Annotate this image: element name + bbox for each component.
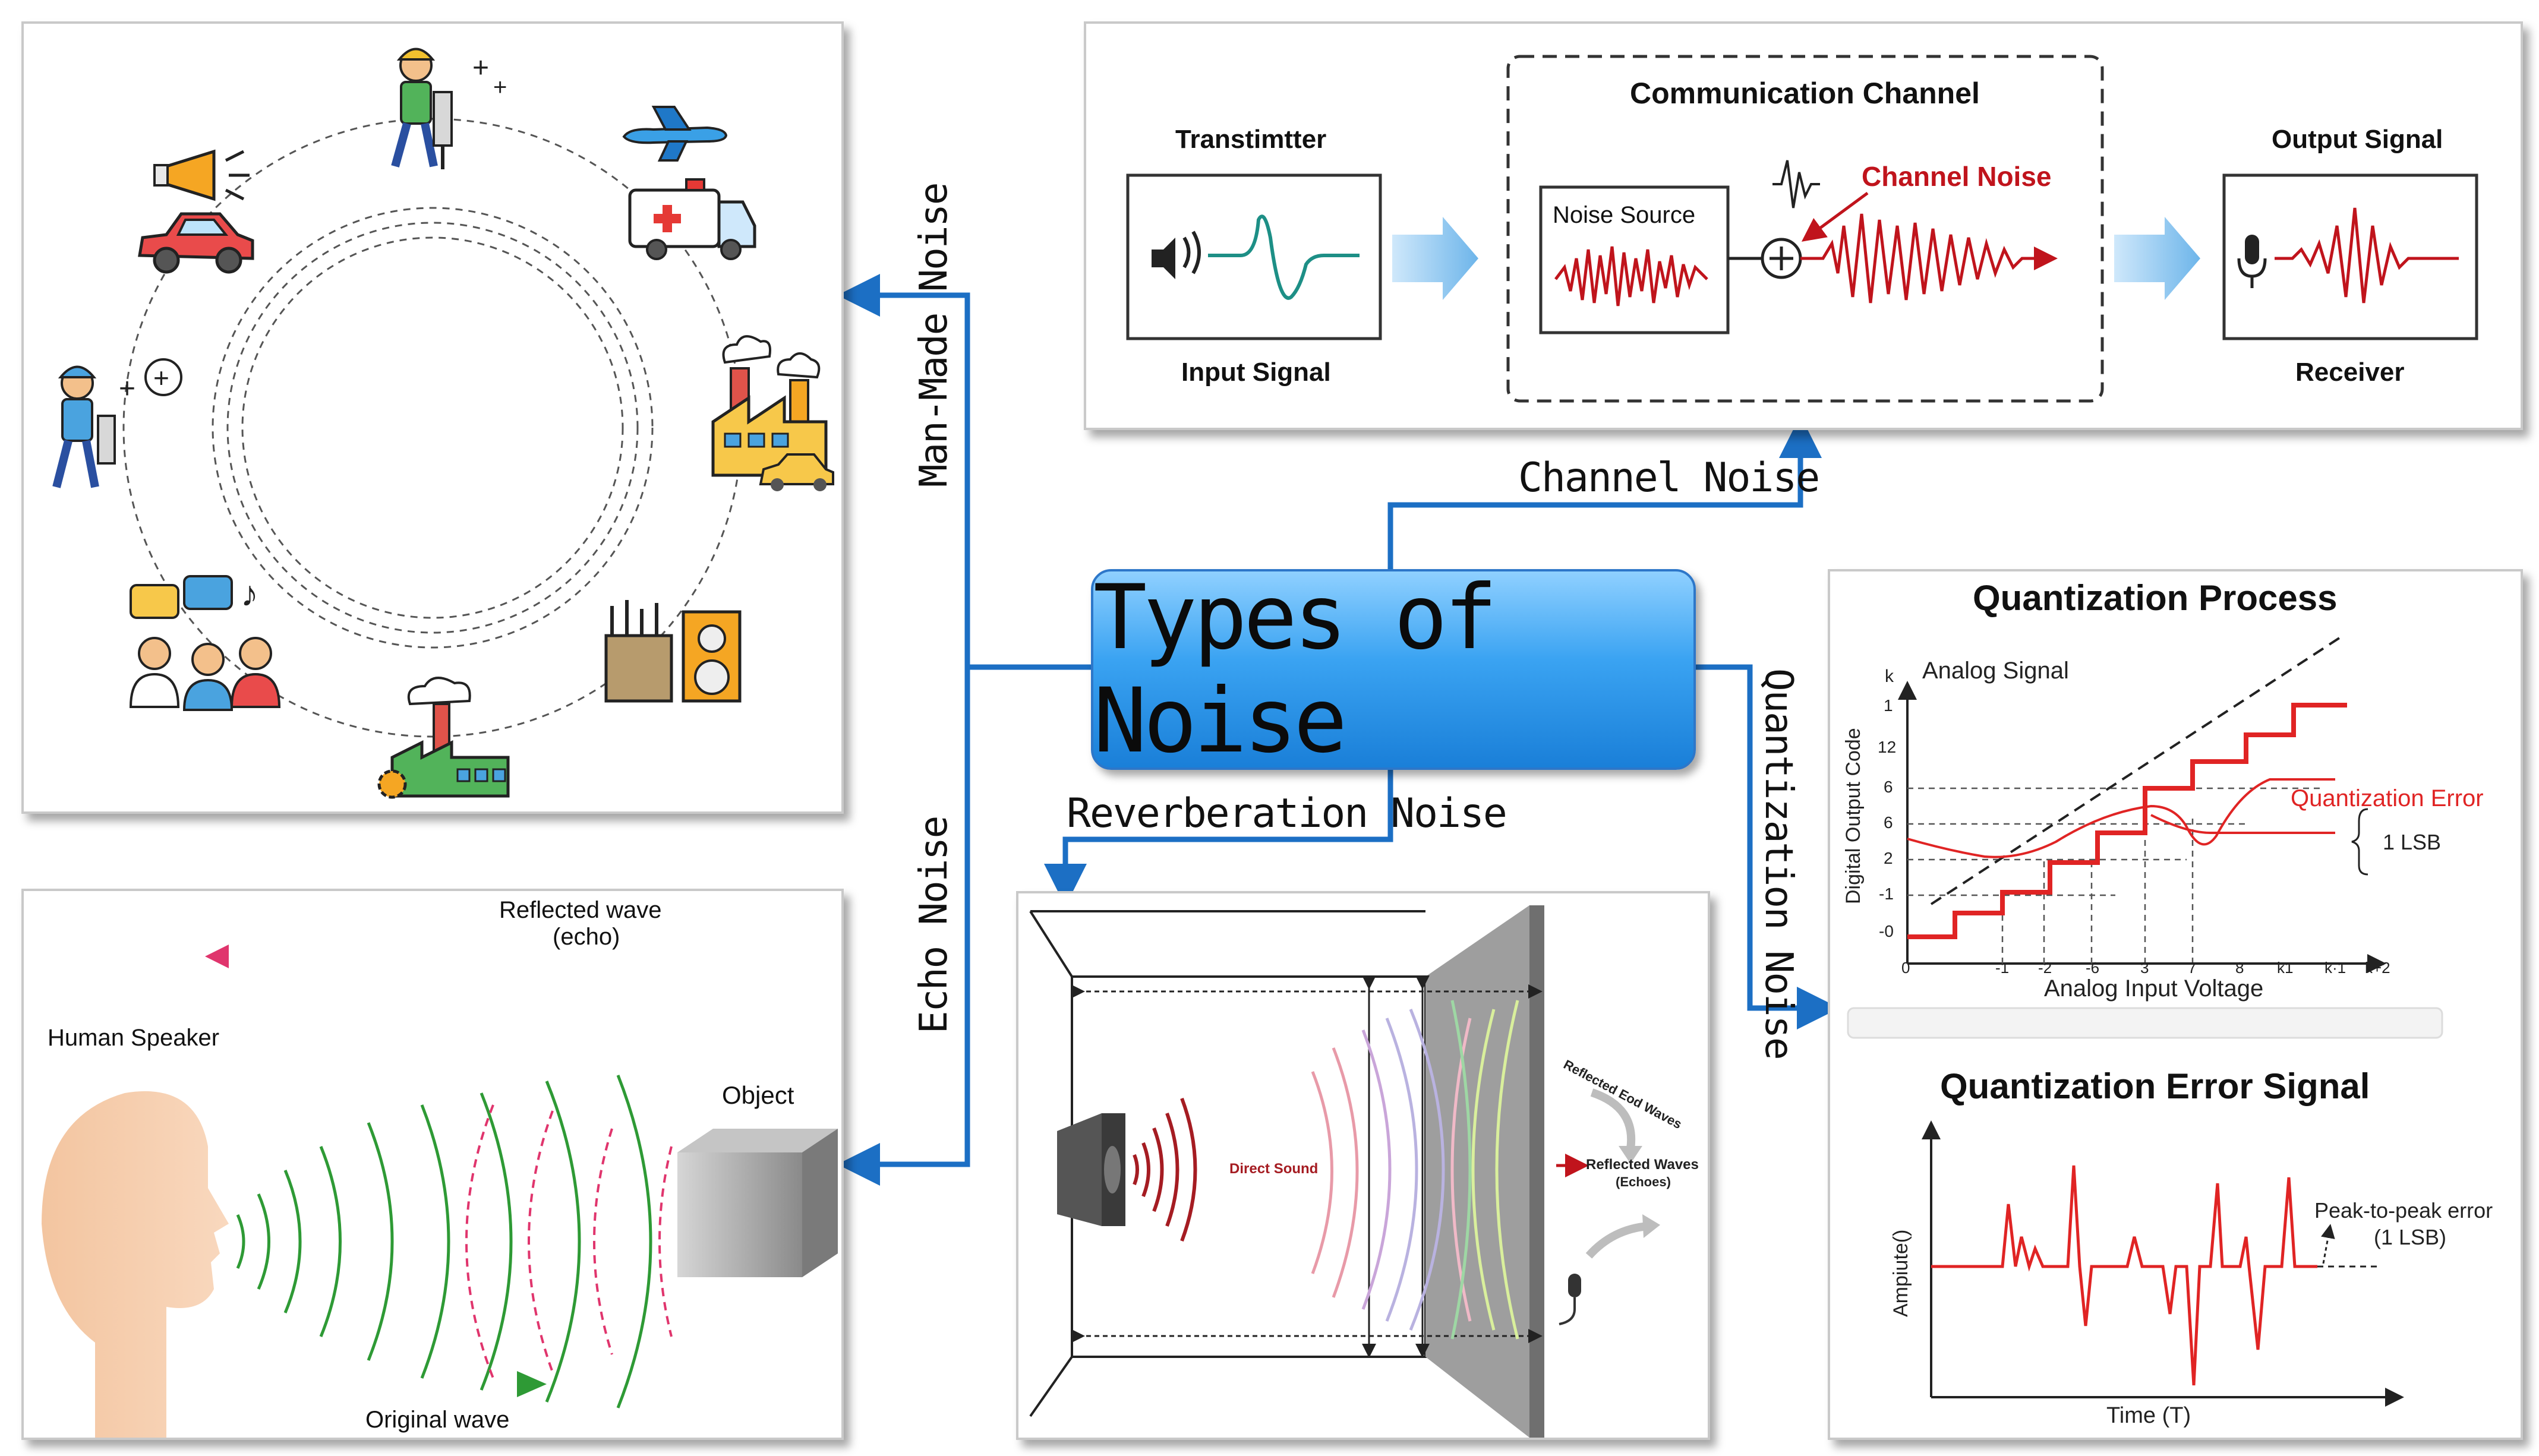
- megaphone-icon: [153, 149, 250, 201]
- reflected-waves-label: Reflected Waves: [1586, 1157, 1699, 1173]
- direct-sound-label: Direct Sound: [1229, 1161, 1319, 1177]
- center-title: Types of Noise: [1093, 566, 1497, 773]
- y-tick-7: -0: [1879, 922, 1894, 940]
- reverberation-diagram: [1029, 905, 1660, 1438]
- factory-gear-icon: [377, 677, 510, 799]
- airplane-icon: [622, 106, 728, 162]
- speaker-stack-icon: [604, 600, 742, 703]
- original-wave-label: Original wave: [365, 1407, 510, 1433]
- x-tick-10: k+2: [2365, 959, 2390, 977]
- receiver-label: Receiver: [2295, 358, 2405, 387]
- y-tick-6: -1: [1879, 885, 1894, 903]
- connector-reverb: [1044, 765, 1393, 907]
- human-speaker-label: Human Speaker: [48, 1025, 220, 1051]
- y-tick-5: 2: [1884, 849, 1893, 867]
- construction-worker-left-icon: + +: [52, 358, 182, 488]
- peak-lsb-label: (1 LSB): [2374, 1225, 2447, 1249]
- channel-noise-label: Channel Noise: [1862, 161, 2052, 192]
- error-x-axis-label: Time (T): [2106, 1403, 2191, 1428]
- car-icon: [138, 212, 254, 274]
- branch-label-reverb: Reverberation Noise: [1067, 790, 1507, 837]
- lsb-label: 1 LSB: [2383, 830, 2442, 854]
- analog-input-voltage-label: Analog Input Voltage: [2044, 975, 2264, 1002]
- svg-text:+: +: [493, 74, 507, 100]
- noise-source-label: Noise Source: [1553, 202, 1696, 228]
- peak-to-peak-label: Peak-to-peak error: [2314, 1198, 2493, 1223]
- quantization-diagram: [1847, 636, 2443, 1407]
- analog-signal-label: Analog Signal: [1922, 658, 2069, 684]
- digital-output-code-label: Digital Output Code: [1842, 728, 1865, 904]
- object-label: Object: [722, 1081, 794, 1109]
- svg-text:+: +: [119, 373, 135, 405]
- quantization-error-label: Quantization Error: [2291, 785, 2484, 811]
- svg-text:♪: ♪: [241, 574, 258, 614]
- output-signal-label: Output Signal: [2272, 125, 2443, 154]
- transmitter-label: Transtimtter: [1175, 125, 1327, 154]
- quantization-noise-panel: Quantization Process Analog Signal k Dig…: [1828, 569, 2523, 1440]
- connector-quant: [1691, 664, 1840, 1029]
- y-tick-2: 12: [1878, 738, 1897, 756]
- people-chatting-icon: ♪: [129, 574, 281, 711]
- branch-label-channel: Channel Noise: [1518, 454, 1820, 501]
- x-tick-4: -6: [2086, 959, 2100, 977]
- x-tick-8: k1: [2277, 959, 2294, 977]
- x-tick-6: 7: [2188, 959, 2197, 977]
- construction-worker-top-icon: ++: [391, 48, 507, 169]
- svg-text:+: +: [153, 362, 169, 393]
- x-tick-7: 8: [2235, 959, 2244, 977]
- factory-icon: [711, 335, 834, 491]
- center-title-box: Types of Noise: [1091, 566, 1696, 773]
- y-tick-3: 6: [1884, 778, 1893, 796]
- ambulance-icon: [628, 178, 756, 260]
- communication-channel-label: Communication Channel: [1630, 77, 1980, 110]
- connector-man-made: [837, 274, 1091, 670]
- branch-label-quant: Quantization Noise: [1756, 668, 1800, 1059]
- branch-label-echo: Echo Noise: [912, 816, 956, 1034]
- echo-label: (echo): [553, 924, 620, 950]
- x-tick-9: k·1: [2324, 959, 2346, 977]
- input-signal-label: Input Signal: [1181, 358, 1331, 387]
- channel-noise-panel: Transtimtter Input Signal Communication …: [1084, 21, 2523, 430]
- x-tick-1: 0: [1901, 959, 1910, 977]
- echoes-label: (Echoes): [1616, 1174, 1671, 1189]
- man-made-noise-panel: ++ + +: [21, 21, 844, 814]
- quantization-error-signal-title: Quantization Error Signal: [1940, 1066, 2370, 1106]
- k-axis-label: k: [1885, 667, 1894, 686]
- echo-noise-panel: Reflected wave (echo) Human Speaker Obje…: [21, 889, 844, 1440]
- x-tick-3: -2: [2038, 959, 2052, 977]
- connector-echo: [837, 667, 970, 1186]
- connector-channel: [1387, 415, 1822, 569]
- branch-label-man-made: Man-Made Noise: [912, 183, 956, 487]
- reverberation-noise-panel: Direct Sound Reflected Eod Waves Reflect…: [1016, 891, 1710, 1440]
- y-tick-4: 6: [1884, 813, 1893, 832]
- error-y-axis-label: Ampiute(): [1890, 1229, 1912, 1317]
- reflected-wave-label: Reflected wave: [499, 897, 662, 923]
- channel-noise-diagram: [1126, 55, 2478, 403]
- y-tick-1: 1: [1884, 696, 1893, 715]
- svg-text:+: +: [472, 52, 489, 84]
- x-tick-2: -1: [1995, 959, 2010, 977]
- echo-diagram: [42, 945, 838, 1438]
- x-tick-5: 3: [2140, 959, 2149, 977]
- quantization-process-title: Quantization Process: [1973, 578, 2338, 618]
